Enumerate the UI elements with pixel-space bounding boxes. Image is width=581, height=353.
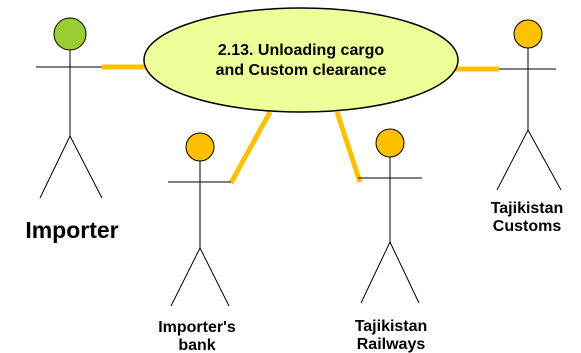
actor-label-importers-bank-line1: Importer's xyxy=(158,319,236,336)
actor-left-leg xyxy=(496,129,529,191)
actor-head-icon xyxy=(513,19,543,49)
actor-tajikistan-customs[interactable]: Tajikistan Customs xyxy=(491,19,564,235)
actor-importers-bank[interactable]: Importer's bank xyxy=(158,132,236,353)
actor-label-tajikistan-customs-line2: Customs xyxy=(493,218,562,235)
actor-right-leg xyxy=(527,129,562,191)
actor-label-tajikistan-railways-line2: Railways xyxy=(357,336,426,353)
actor-label-importers-bank-line2: bank xyxy=(178,337,215,353)
association-tajikistan-railways xyxy=(334,111,363,183)
actor-right-leg xyxy=(199,247,230,307)
actor-tajikistan-railways[interactable]: Tajikistan Railways xyxy=(355,128,428,353)
actor-importer[interactable]: Importer xyxy=(25,17,119,243)
use-case-ellipse[interactable] xyxy=(143,7,459,113)
actor-left-leg xyxy=(170,247,201,307)
actor-left-leg xyxy=(39,135,71,199)
actor-left-leg xyxy=(360,241,391,304)
use-case-title-line2: and Custom clearance xyxy=(216,62,387,79)
actor-right-leg xyxy=(69,135,103,199)
actor-head-icon xyxy=(53,17,87,51)
actor-label-importer: Importer xyxy=(25,217,118,243)
use-case[interactable]: 2.13. Unloading cargo and Custom clearan… xyxy=(143,7,459,113)
actor-right-leg xyxy=(389,241,420,304)
actor-head-icon xyxy=(185,132,215,162)
actor-label-tajikistan-railways-line1: Tajikistan xyxy=(355,318,428,335)
actor-label-tajikistan-customs-line1: Tajikistan xyxy=(491,200,564,217)
actor-head-icon xyxy=(375,128,405,158)
use-case-title-line1: 2.13. Unloading cargo xyxy=(218,42,384,59)
association-importers-bank xyxy=(228,110,273,185)
association-lines xyxy=(102,64,499,185)
